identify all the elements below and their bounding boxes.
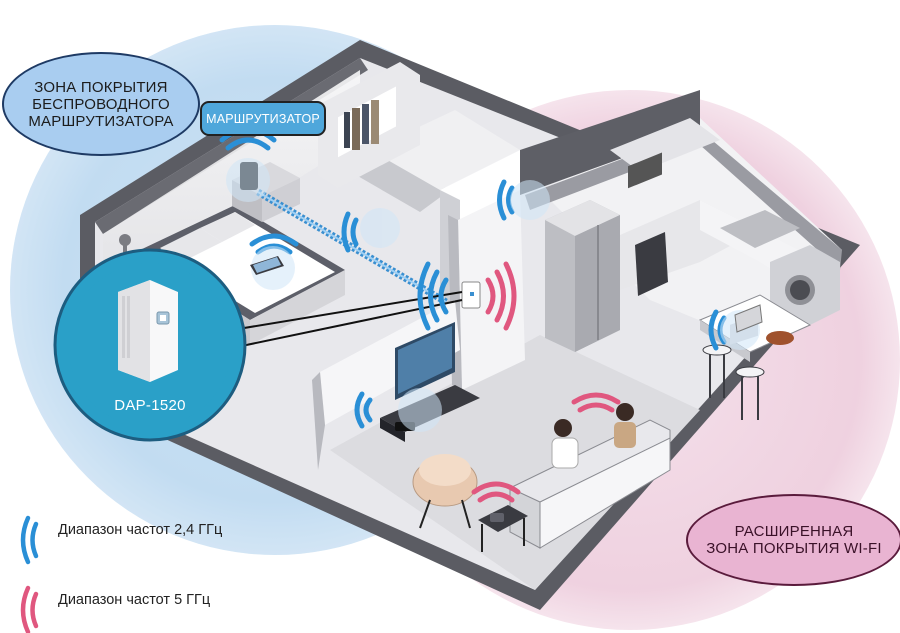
extended-coverage-label: РАСШИРЕННАЯ ЗОНА ПОКРЫТИЯ WI-FI: [686, 494, 900, 586]
legend-24-icon: [20, 515, 39, 565]
legend-item-5ghz: Диапазон частот 5 ГГц: [20, 592, 210, 608]
wifi-signals-5ghz: [471, 261, 621, 503]
legend-5-icon: [20, 585, 39, 633]
legend-label-5ghz: Диапазон частот 5 ГГц: [58, 592, 211, 608]
extended-zone-line-2: ЗОНА ПОКРЫТИЯ WI-FI: [706, 540, 882, 557]
router-tag: МАРШРУТИЗАТОР: [200, 101, 326, 136]
side-table: [478, 505, 528, 552]
legend-label-24ghz: Диапазон частот 2,4 ГГц: [58, 522, 223, 538]
dap-1520-device: [118, 280, 178, 382]
callout-line: [231, 291, 463, 331]
armchair: [412, 454, 478, 529]
couch: [509, 403, 671, 549]
kitchen: [545, 118, 840, 352]
legend-item-24ghz: Диапазон частот 2,4 ГГц: [20, 522, 222, 538]
router-zone-line-2: БЕСПРОВОДНОГО: [32, 95, 170, 113]
device-label: DAP-1520: [114, 397, 186, 414]
wardrobe: [344, 100, 379, 150]
extended-zone-line-1: РАСШИРЕННАЯ: [734, 523, 854, 540]
router-zone-line-1: ЗОНА ПОКРЫТИЯ: [34, 78, 168, 96]
router-coverage-label: ЗОНА ПОКРЫТИЯ БЕСПРОВОДНОГО МАРШРУТИЗАТО…: [2, 52, 200, 156]
router-zone-line-3: МАРШРУТИЗАТОРА: [28, 112, 174, 130]
